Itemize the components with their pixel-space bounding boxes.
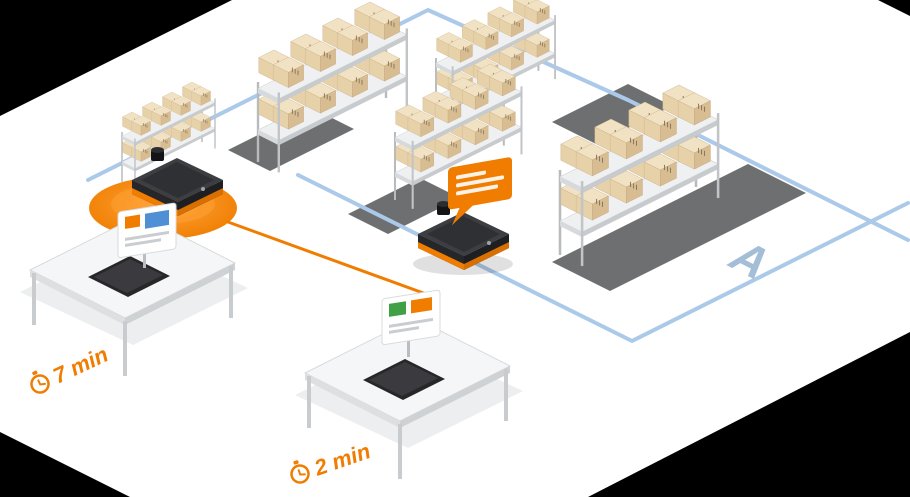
- clock-icon: [290, 460, 310, 484]
- monitor-stand-1: [143, 252, 146, 268]
- monitor2-green-block: [389, 301, 406, 317]
- floor-patch-4: [552, 164, 806, 291]
- speech-bubble-icon: [448, 157, 512, 226]
- monitor2-orange-block: [411, 297, 432, 314]
- monitor-card-1: [117, 202, 177, 259]
- monitor1-orange-block: [125, 214, 140, 229]
- clock-icon: [30, 370, 50, 394]
- monitor-stand-2: [407, 341, 410, 357]
- monitor-card-2: [381, 289, 441, 346]
- floor-patch-3: [348, 178, 460, 234]
- floor-patch-2: [552, 84, 672, 144]
- monitor1-blue-block: [145, 209, 169, 229]
- floor-patch-1: [228, 108, 354, 171]
- blue-route-inner: [296, 173, 910, 343]
